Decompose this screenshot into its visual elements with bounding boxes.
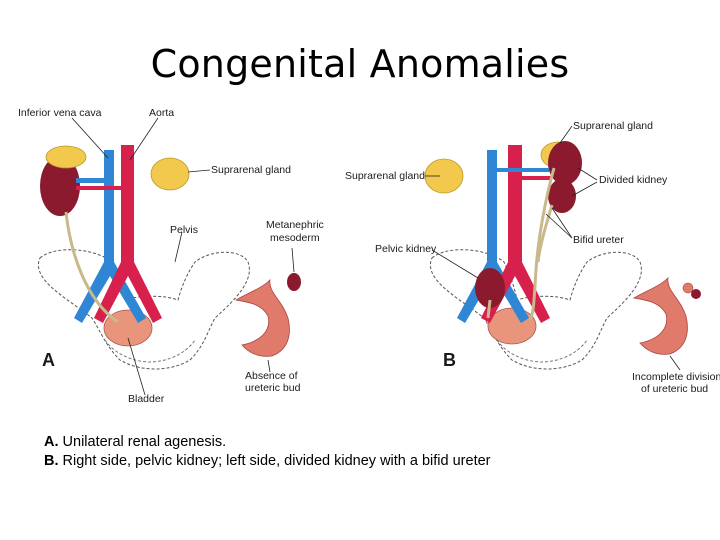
metanephric-mesoderm-a [287,273,301,291]
label-suprarenal-a: Suprarenal gland [211,164,291,176]
label-metanephric-2: mesoderm [270,232,320,244]
suprarenal-gland-a [150,157,190,191]
ivc-vessel-b [457,150,529,323]
label-suprarenal-b-left: Suprarenal gland [345,170,425,182]
label-divided-kidney: Divided kidney [599,174,668,186]
bladder-b [487,307,537,345]
pelvis-outline-a [37,249,250,370]
caption-line-1: A. Unilateral renal agenesis. [44,433,684,452]
label-incomplete-1: Incomplete division [632,371,720,383]
panel-letter-b: B [443,350,456,370]
label-pelvic-kidney: Pelvic kidney [375,243,437,255]
caption-prefix-b: B. [44,453,59,469]
divided-kidney-lower [548,179,576,213]
label-absence-1: Absence of [245,370,298,382]
caption-line-2: B. Right side, pelvic kidney; left side,… [44,452,684,471]
aorta-vessel-b [481,145,550,323]
label-incomplete-2: of ureteric bud [641,383,708,395]
ureteric-bud-a [234,278,290,357]
label-pelvis: Pelvis [170,224,198,236]
panel-b: Suprarenal gland Suprarenal gland Divide… [345,120,720,395]
caption-prefix-a: A. [44,434,59,450]
panel-a: Inferior vena cava Aorta Suprarenal glan… [18,107,324,405]
anatomy-figure: Inferior vena cava Aorta Suprarenal glan… [18,107,720,405]
label-absence-2: ureteric bud [245,382,301,394]
panel-letter-a: A [42,350,55,370]
label-aorta: Aorta [149,107,174,119]
label-ivc: Inferior vena cava [18,107,102,119]
pelvis-outline-b [429,249,642,370]
caption-text-b: Right side, pelvic kidney; left side, di… [58,453,491,469]
caption-text-a: Unilateral renal agenesis. [58,434,227,450]
slide-title: Congenital Anomalies [150,42,570,86]
incomplete-division-bud [632,276,688,355]
label-bladder: Bladder [128,393,165,405]
label-bifid-ureter: Bifid ureter [573,234,624,246]
pelvic-kidney [475,268,505,308]
bifid-ureter [528,167,556,321]
divided-kidney-upper [548,141,582,185]
label-suprarenal-b-right: Suprarenal gland [573,120,653,132]
label-metanephric-1: Metanephric [266,219,324,231]
kidney-a [40,156,80,216]
aorta-vessel-a [94,145,162,323]
figure-caption: A. Unilateral renal agenesis. B. Right s… [44,433,684,471]
ureter-a [64,211,119,324]
ivc-vessel-a [74,150,146,323]
